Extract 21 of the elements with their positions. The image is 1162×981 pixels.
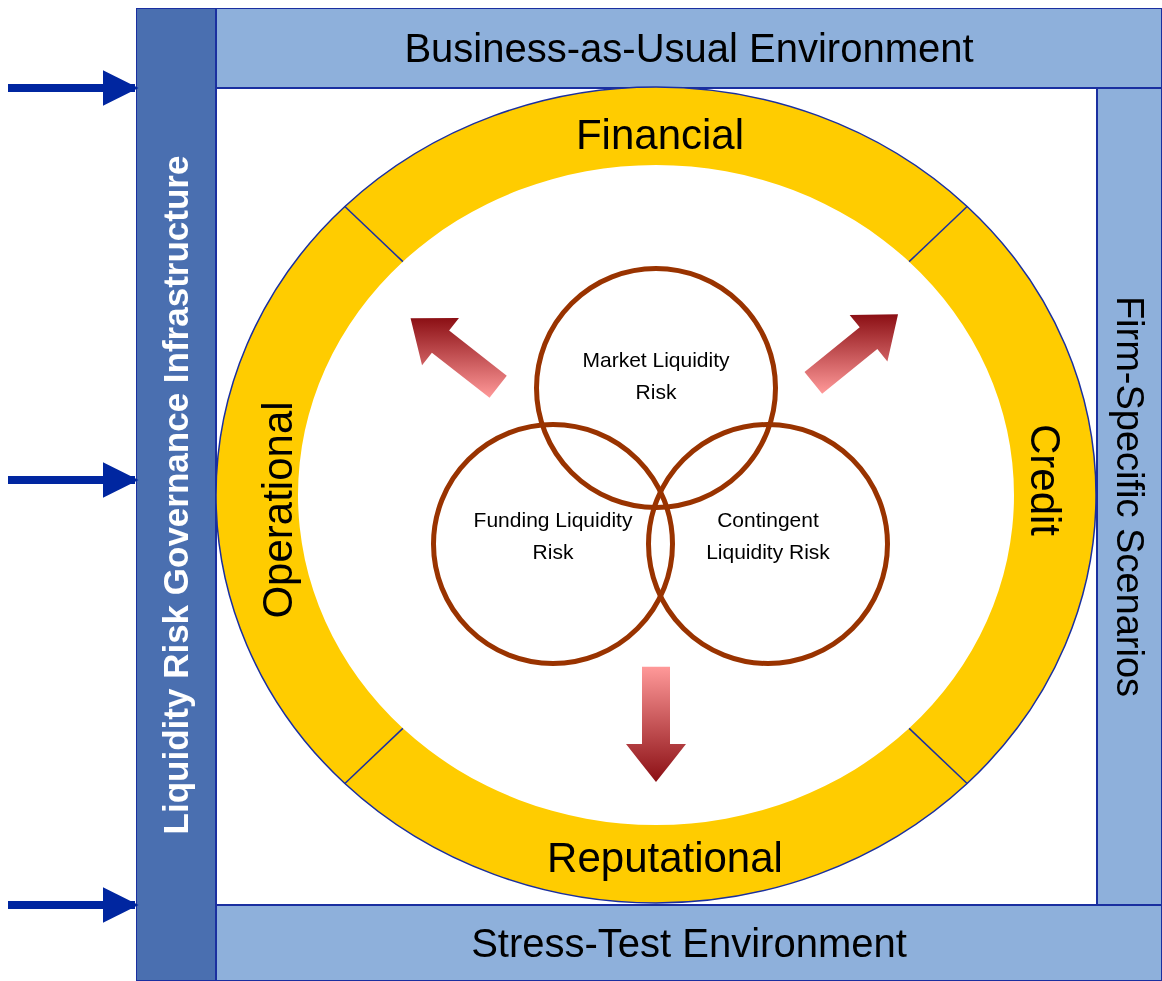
- band-label: Firm-Specific Scenarios: [1108, 295, 1151, 698]
- block-arrow: [410, 318, 507, 398]
- band-label: Stress-Test Environment: [471, 920, 907, 966]
- risk-circle: [431, 422, 675, 666]
- ring-label: Reputational: [547, 834, 783, 882]
- risk-circle: [646, 422, 890, 666]
- risk-circle: [534, 266, 778, 510]
- circle-label: Contingent Liquidity Risk: [705, 507, 831, 565]
- ring-label: Credit: [1021, 424, 1069, 536]
- band-label: Business-as-Usual Environment: [404, 25, 974, 71]
- bottom-band: [216, 905, 1162, 981]
- side-band: [136, 8, 216, 981]
- block-arrow: [804, 314, 899, 394]
- top-band: [216, 8, 1162, 88]
- band-label: Liquidity Risk Governance Infrastructure: [156, 155, 196, 834]
- side-band: [1097, 88, 1162, 905]
- ring-label: Financial: [575, 111, 745, 159]
- block-arrow: [626, 666, 686, 783]
- ring-label: Operational: [254, 401, 302, 619]
- circle-label: Funding Liquidity Risk: [472, 507, 634, 565]
- circle-label: Market Liquidity Risk: [581, 347, 731, 405]
